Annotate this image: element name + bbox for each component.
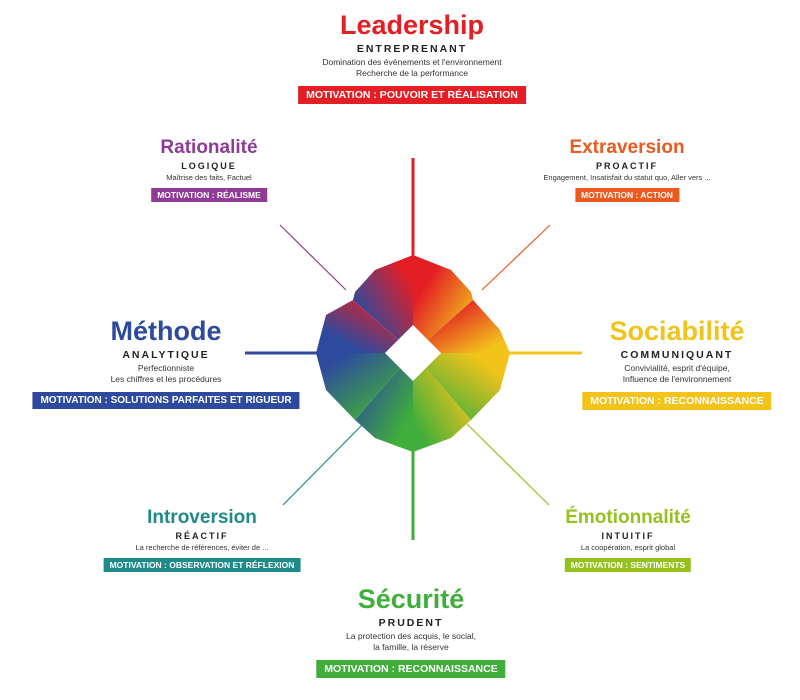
methode-desc-line: Les chiffres et les procédures — [110, 373, 222, 384]
connector-extraversion — [481, 224, 551, 291]
connector-emotionnalite — [465, 422, 550, 506]
sociabilite-desc-line: Influence de l'environnement — [622, 373, 732, 384]
leadership-motivation-badge: MOTIVATION : POUVOIR ET RÉALISATION — [298, 86, 526, 105]
securite-subtitle: PRUDENT — [378, 617, 444, 629]
sociabilite-title: Sociabilité — [609, 316, 745, 346]
emotionnalite-desc-line: La coopération, esprit global — [580, 543, 676, 552]
extraversion-subtitle: PROACTIF — [596, 161, 658, 171]
extraversion-title: Extraversion — [569, 137, 685, 158]
emotionnalite-motivation-badge: MOTIVATION : SENTIMENTS — [564, 558, 692, 573]
center-octagon — [316, 255, 510, 452]
connector-rationalite — [279, 224, 347, 291]
rationalite-desc-line: Maîtrise des faits, Factuel — [166, 173, 252, 182]
introversion-subtitle: RÉACTIF — [175, 531, 229, 541]
securite-desc-line: la famille, la réserve — [373, 641, 449, 652]
emotionnalite-subtitle: INTUITIF — [601, 531, 655, 541]
profile-introversion: Introversion RÉACTIF La recherche de réf… — [103, 507, 301, 573]
extraversion-motivation-badge: MOTIVATION : ACTION — [575, 188, 679, 203]
introversion-title: Introversion — [147, 507, 257, 528]
rationalite-motivation-badge: MOTIVATION : RÉALISME — [151, 188, 267, 203]
sociabilite-description: Convivialité, esprit d'équipe, Influence… — [582, 363, 771, 384]
securite-title: Sécurité — [357, 584, 465, 614]
extraversion-description: Engagement, Insatisfait du statut quo, A… — [543, 173, 710, 182]
leadership-title: Leadership — [339, 10, 485, 40]
profile-methode: Méthode ANALYTIQUE Perfectionniste Les c… — [32, 316, 300, 410]
sociabilite-desc-line: Convivialité, esprit d'équipe, — [624, 363, 730, 373]
securite-description: La protection des acquis, le social, la … — [316, 631, 505, 652]
introversion-motivation-badge: MOTIVATION : OBSERVATION ET RÉFLEXION — [103, 558, 301, 573]
profile-sociabilite: Sociabilité COMMUNIQUANT Convivialité, e… — [582, 316, 772, 411]
leadership-desc-line: Recherche de la performance — [356, 67, 468, 78]
leadership-subtitle: ENTREPRENANT — [356, 43, 468, 55]
profile-securite: Sécurité PRUDENT La protection des acqui… — [316, 584, 506, 679]
profile-rationalite: Rationalité LOGIQUE Maîtrise des faits, … — [151, 138, 267, 203]
rationalite-description: Maîtrise des faits, Factuel — [151, 173, 267, 182]
profile-leadership: Leadership ENTREPRENANT Domination des é… — [298, 10, 526, 105]
rationalite-subtitle: LOGIQUE — [181, 161, 237, 171]
introversion-description: La recherche de références, éviter de ..… — [104, 543, 301, 552]
securite-desc-line: La protection des acquis, le social, — [346, 631, 476, 641]
methode-description: Perfectionniste Les chiffres et les proc… — [32, 363, 299, 384]
rationalite-title: Rationalité — [160, 137, 258, 158]
sociabilite-subtitle: COMMUNIQUANT — [620, 349, 734, 361]
profile-extraversion: Extraversion PROACTIF Engagement, Insati… — [543, 137, 711, 203]
extraversion-desc-line: Engagement, Insatisfait du statut quo, A… — [543, 173, 711, 182]
leadership-description: Domination des événements et l'environne… — [298, 57, 526, 78]
introversion-desc-line: La recherche de références, éviter de ..… — [135, 543, 269, 552]
methode-title: Méthode — [110, 316, 222, 346]
methode-desc-line: Perfectionniste — [137, 363, 195, 373]
connector-introversion — [282, 422, 365, 506]
emotionnalite-description: La coopération, esprit global — [565, 543, 691, 552]
securite-motivation-badge: MOTIVATION : RECONNAISSANCE — [316, 660, 506, 679]
leadership-desc-line: Domination des événements et l'environne… — [322, 57, 502, 67]
center-diamond — [385, 325, 441, 381]
methode-motivation-badge: MOTIVATION : SOLUTIONS PARFAITES ET RIGU… — [32, 392, 300, 410]
methode-subtitle: ANALYTIQUE — [122, 349, 210, 361]
profile-emotionnalite: Émotionnalité INTUITIF La coopération, e… — [564, 507, 692, 573]
emotionnalite-title: Émotionnalité — [565, 507, 691, 528]
sociabilite-motivation-badge: MOTIVATION : RECONNAISSANCE — [582, 392, 772, 411]
